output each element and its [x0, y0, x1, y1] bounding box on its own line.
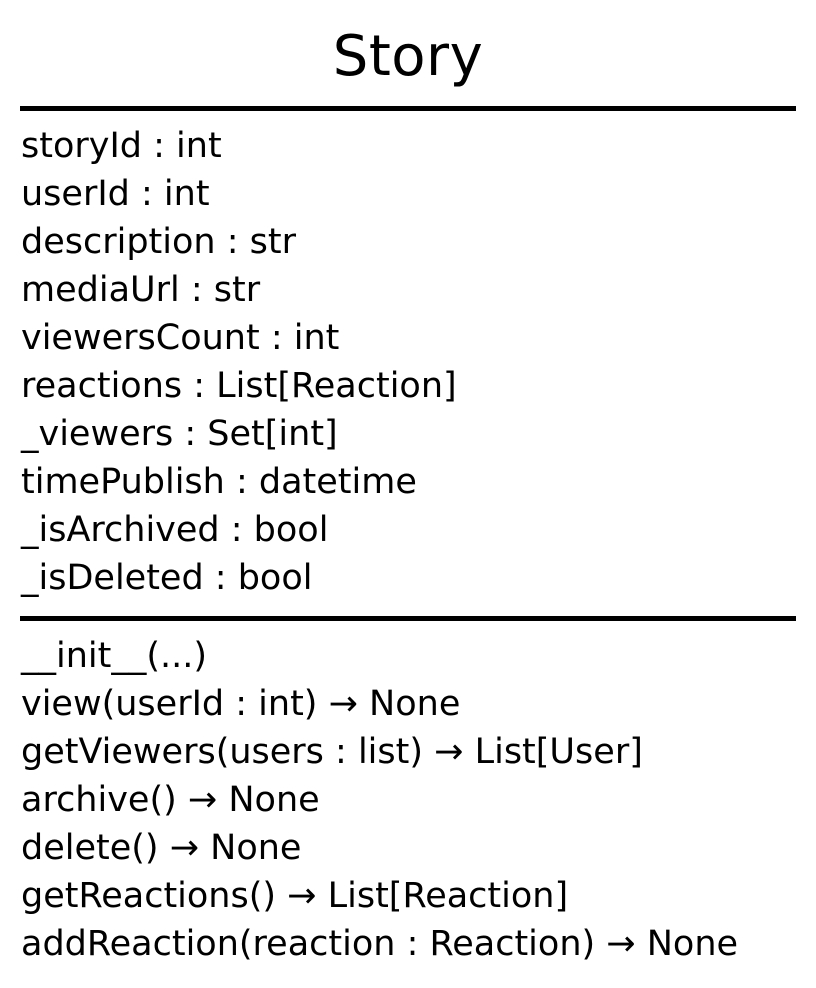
method: __init__(...): [21, 636, 208, 676]
attributes-divider: [20, 106, 796, 111]
attribute: timePublish : datetime: [21, 462, 417, 502]
methods-divider: [20, 616, 796, 621]
class-name: Story: [332, 24, 484, 89]
method: addReaction(reaction : Reaction) → None: [21, 924, 739, 964]
method: getReactions() → List[Reaction]: [21, 876, 569, 916]
attribute: _isDeleted : bool: [21, 558, 313, 598]
attribute: reactions : List[Reaction]: [21, 366, 457, 406]
attribute: userId : int: [21, 174, 210, 214]
attribute: viewersCount : int: [21, 318, 340, 358]
attribute: mediaUrl : str: [21, 270, 261, 310]
method: getViewers(users : list) → List[User]: [21, 732, 643, 772]
attribute: storyId : int: [21, 126, 222, 166]
methods-section: __init__(...) view(userId : int) → None …: [21, 632, 811, 968]
method: archive() → None: [21, 780, 320, 820]
attribute: description : str: [21, 222, 296, 262]
method: view(userId : int) → None: [21, 684, 461, 724]
method: delete() → None: [21, 828, 302, 868]
attributes-section: storyId : int userId : int description :…: [21, 122, 811, 602]
attribute: _isArchived : bool: [21, 510, 329, 550]
attribute: _viewers : Set[int]: [21, 414, 338, 454]
